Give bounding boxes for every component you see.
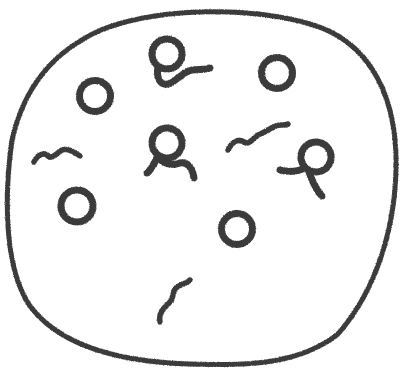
hooked-ring-top — [152, 39, 210, 84]
outer-boundary-outline — [7, 12, 396, 365]
ring-left — [61, 190, 93, 222]
hooked-ring-center — [147, 128, 194, 178]
hooked-ring-right — [280, 142, 331, 196]
squiggle-bottom — [160, 280, 190, 322]
ring-top-right — [262, 58, 293, 89]
ring-center-lower — [222, 214, 253, 245]
squiggle-upper-right — [228, 124, 288, 150]
ring-top-left — [80, 81, 111, 112]
squiggle-left — [34, 149, 80, 162]
